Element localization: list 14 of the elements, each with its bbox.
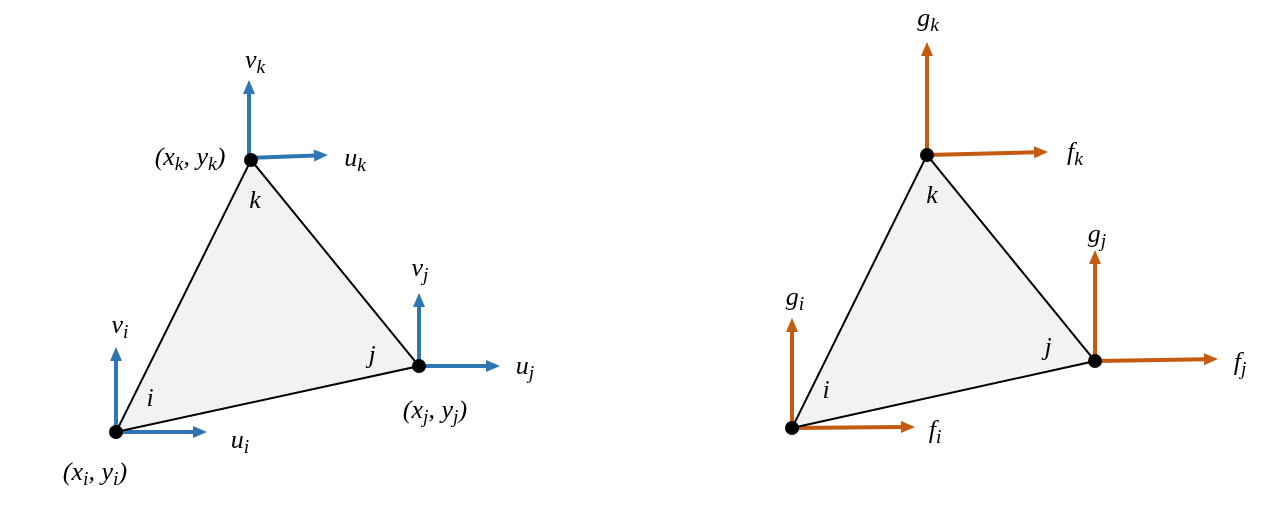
vector-label: f$_{i}$ [928,417,942,443]
vector-label: (x$_{k}$, y$_{k}$) [154,144,226,170]
node-label: k [249,187,261,213]
vector-label: g$_{k}$ [917,5,939,31]
node-label: i [146,385,154,411]
vector-label: u$_{i}$ [230,427,250,453]
vector-label: u$_{k}$ [344,145,366,171]
vector-label: f$_{k}$ [1067,139,1083,165]
vector-label: v$_{k}$ [244,47,266,73]
vector-label: (x$_{i}$, y$_{i}$) [62,459,128,485]
vector-label: v$_{i}$ [111,312,129,338]
node-label: k [926,182,938,208]
node-label: i [822,377,830,403]
vector-label: g$_{i}$ [785,284,805,310]
